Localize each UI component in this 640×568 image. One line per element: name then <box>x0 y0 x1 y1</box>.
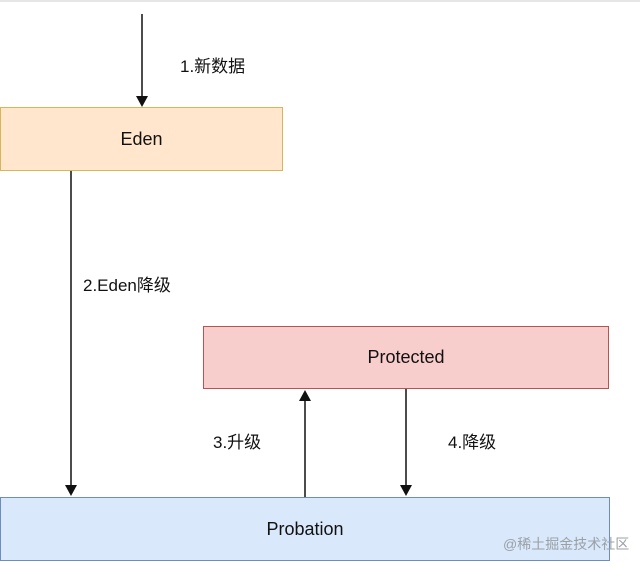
probation-node: Probation <box>0 497 610 561</box>
arrowhead-eden-demote <box>65 485 77 496</box>
arrowhead-demote <box>400 485 412 496</box>
protected-node: Protected <box>203 326 609 389</box>
arrowhead-new-data <box>136 96 148 107</box>
edge-label-demote: 4.降级 <box>448 433 497 452</box>
probation-node-label: Probation <box>266 518 344 539</box>
arrowhead-promote <box>299 390 311 401</box>
protected-node-label: Protected <box>367 347 445 367</box>
eden-node: Eden <box>0 107 283 171</box>
watermark-text: @稀土掘金技术社区 <box>503 536 630 552</box>
eden-node-label: Eden <box>120 128 163 149</box>
top-divider <box>0 0 640 2</box>
edge-label-eden-demote: 2.Eden降级 <box>83 276 171 295</box>
edge-label-promote: 3.升级 <box>213 433 262 452</box>
edge-label-new-data: 1.新数据 <box>180 57 246 76</box>
